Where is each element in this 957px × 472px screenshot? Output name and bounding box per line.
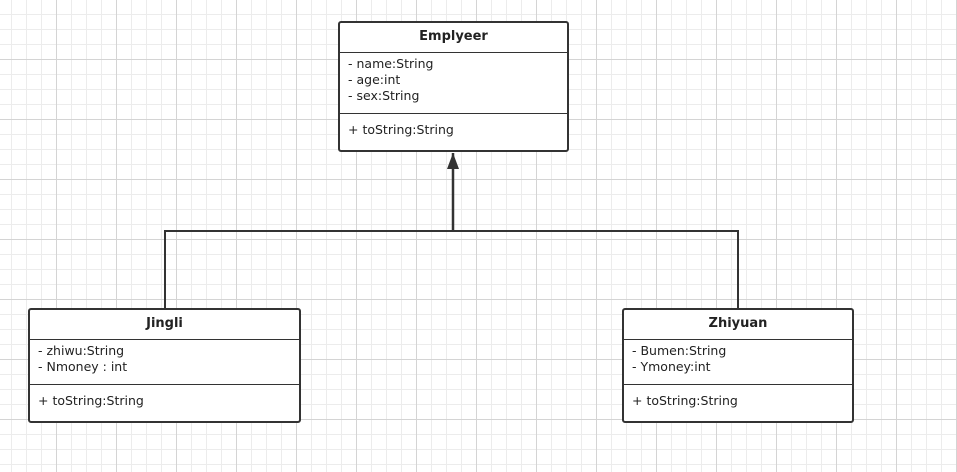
- class-box-jingli[interactable]: Jingli - zhiwu:String - Nmoney : int + t…: [28, 308, 301, 423]
- class-methods: + toString:String: [30, 385, 299, 409]
- attribute: - Nmoney : int: [38, 359, 128, 374]
- class-attributes: - zhiwu:String - Nmoney : int: [30, 340, 299, 385]
- class-name: Zhiyuan: [624, 310, 852, 340]
- class-name: Emplyeer: [340, 23, 567, 53]
- class-box-emplyeer[interactable]: Emplyeer - name:String - age:int - sex:S…: [338, 21, 569, 152]
- attribute: - age:int: [348, 72, 401, 87]
- class-box-zhiyuan[interactable]: Zhiyuan - Bumen:String - Ymoney:int + to…: [622, 308, 854, 423]
- attribute: - Ymoney:int: [632, 359, 711, 374]
- method: + toString:String: [38, 393, 144, 408]
- connector-zhiyuan[interactable]: [453, 230, 739, 308]
- connector-jingli[interactable]: [164, 230, 453, 308]
- class-attributes: - Bumen:String - Ymoney:int: [624, 340, 852, 385]
- attribute: - name:String: [348, 56, 434, 71]
- attribute: - Bumen:String: [632, 343, 727, 358]
- method: + toString:String: [632, 393, 738, 408]
- method: + toString:String: [348, 122, 454, 137]
- class-methods: + toString:String: [624, 385, 852, 409]
- attribute: - sex:String: [348, 88, 420, 103]
- class-attributes: - name:String - age:int - sex:String: [340, 53, 567, 114]
- attribute: - zhiwu:String: [38, 343, 125, 358]
- class-methods: + toString:String: [340, 114, 567, 138]
- class-name: Jingli: [30, 310, 299, 340]
